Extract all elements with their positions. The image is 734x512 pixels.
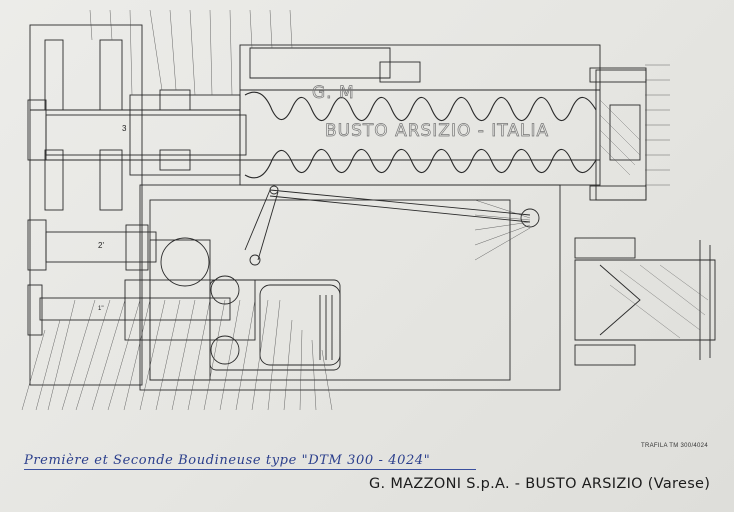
watermark-line-2: BUSTO ARSIZIO - ITALIA xyxy=(325,121,549,141)
die-head xyxy=(595,69,647,201)
main-shaft xyxy=(45,114,247,156)
watermark-line-1: G. M xyxy=(312,83,355,103)
drawing-reference: TRAFILA TM 300/4024 xyxy=(641,443,708,449)
part-label-shaft: 3 xyxy=(122,124,127,133)
caption-underline xyxy=(24,469,476,470)
company-title: G. MAZZONI S.p.A. - BUSTO ARSIZIO (Vares… xyxy=(369,476,711,492)
part-label-lower: 1'' xyxy=(98,306,104,312)
motor xyxy=(209,279,341,371)
handwritten-caption: Première et Seconde Boudineuse type "DTM… xyxy=(24,453,431,468)
gearbox-housing xyxy=(29,24,143,386)
part-label-gear: 2' xyxy=(98,241,104,250)
gear xyxy=(160,237,210,287)
frame xyxy=(139,184,561,391)
